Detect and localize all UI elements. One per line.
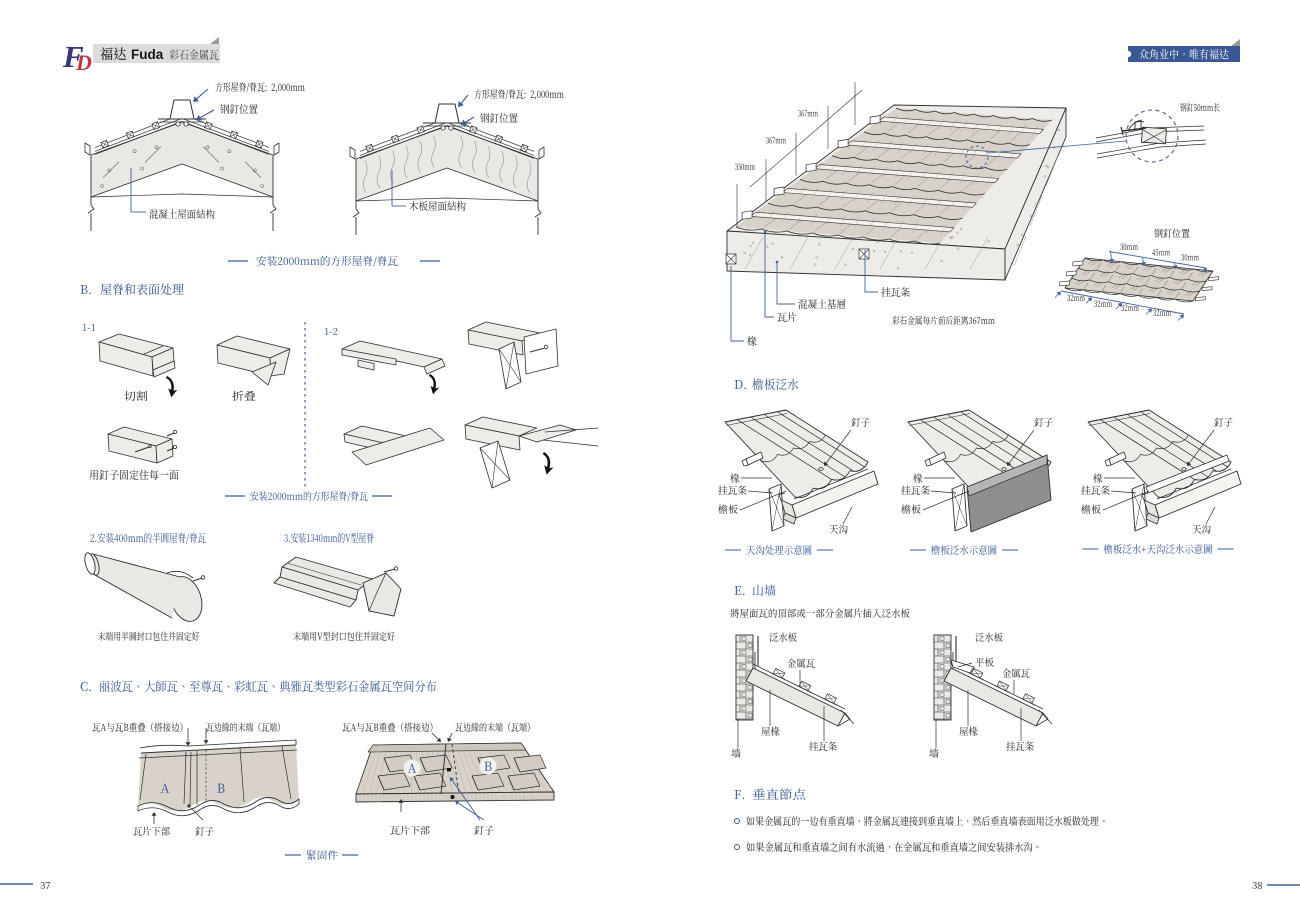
svg-text:D: D xyxy=(75,50,92,75)
svg-text:F: F xyxy=(62,39,84,74)
svg-text:Fuda: Fuda xyxy=(131,47,164,62)
